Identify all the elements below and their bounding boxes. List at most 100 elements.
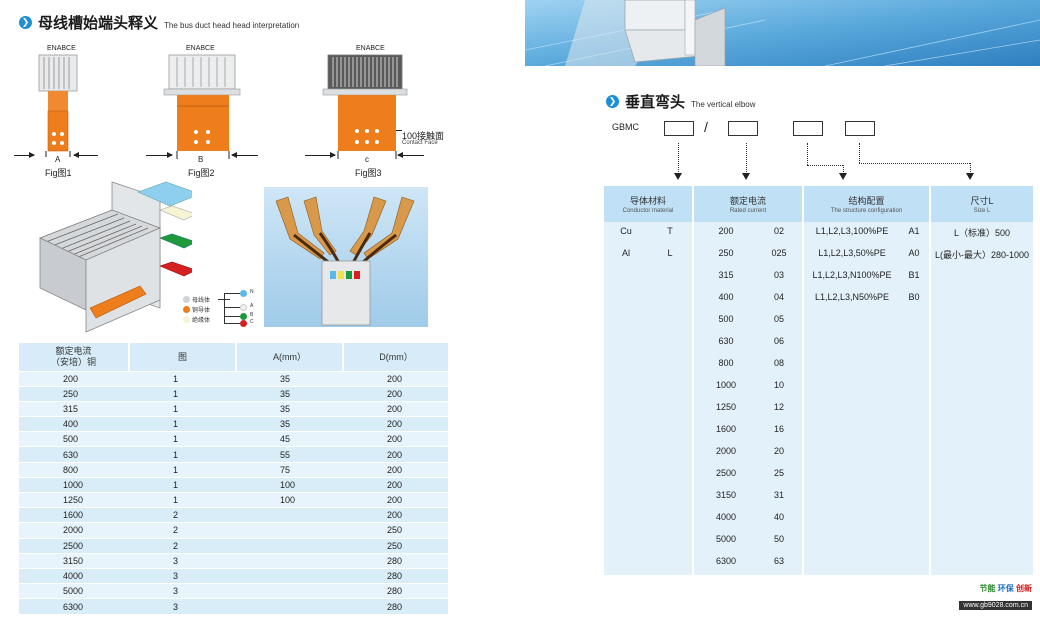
table-cell: 75 (236, 461, 343, 478)
current-code: 08 (773, 358, 784, 368)
current-code: 025 (771, 248, 787, 258)
current-value: 4000 (715, 512, 737, 522)
footer-tag-eco: 环保 (997, 584, 1014, 593)
table-cell: 100 (236, 491, 343, 508)
phase-a-dot (240, 304, 247, 311)
table-cell: 200 (343, 370, 448, 387)
table-cell: 35 (236, 416, 343, 432)
figure-3-busbar-image (322, 54, 408, 159)
right-col-size-header: 尺寸L Size L (931, 186, 1033, 222)
figure-1-top-label: ENABCE (47, 45, 76, 52)
phase-a-label: A (250, 303, 254, 309)
current-code: 03 (773, 270, 784, 280)
material-code: L (667, 248, 673, 258)
table-cell: 200 (343, 491, 448, 508)
figure-3-letter: c (365, 155, 369, 164)
table-cell: 2000 (19, 522, 129, 539)
current-code: 16 (773, 424, 784, 434)
current-value: 1250 (715, 402, 737, 412)
table-cell (236, 537, 343, 554)
table-cell: 35 (236, 370, 343, 387)
size-value: L(最小-最大）280-1000 (934, 250, 1030, 260)
table-cell: 630 (19, 446, 129, 463)
right-section-title: ❯ 垂直弯头 The vertical elbow (606, 91, 756, 112)
figure-2-caption: Fig图2 (188, 168, 215, 178)
arrow-to-size (966, 173, 974, 180)
table-cell: 1600 (19, 507, 129, 523)
material-name: Cu (620, 226, 632, 236)
table-cell: 250 (19, 385, 129, 402)
current-value: 2000 (715, 446, 737, 456)
legend-insulator-swatch (183, 316, 190, 323)
figure-1-arrow-in (14, 152, 35, 158)
arrow-to-current (742, 173, 750, 180)
right-col-material-header: 导体材料 Conductor material (604, 186, 692, 222)
table-cell: 280 (343, 598, 448, 614)
structure-code: B1 (908, 270, 920, 280)
current-value: 500 (718, 314, 734, 324)
table-cell: 55 (236, 446, 343, 463)
figure-3-caption: Fig图3 (355, 168, 382, 178)
current-code: 04 (773, 292, 784, 302)
current-value: 315 (718, 270, 734, 280)
current-code: 50 (773, 534, 784, 544)
table-cell: 4000 (19, 567, 129, 584)
code-label-gbmc: GBMC (612, 122, 639, 132)
table-cell: 1 (129, 446, 236, 463)
right-col-structure-header: 结构配置 The structure configuration (804, 186, 929, 222)
current-value: 630 (718, 336, 734, 346)
table-cell: 1 (129, 431, 236, 447)
table-cell: 200 (343, 416, 448, 432)
figure-2-arrow-in (146, 152, 173, 158)
current-value: 5000 (715, 534, 737, 544)
figure-1-letter: A (55, 155, 61, 164)
table-cell: 1 (129, 370, 236, 387)
table-cell: 250 (343, 522, 448, 539)
table-cell: 2 (129, 537, 236, 554)
busway-photo-banner (525, 0, 1040, 66)
current-code: 02 (773, 226, 784, 236)
code-slash: / (704, 119, 708, 135)
table-cell: 280 (343, 552, 448, 569)
chevron-right-icon: ❯ (19, 16, 32, 29)
table-cell: 3 (129, 583, 236, 599)
current-value: 6300 (715, 556, 737, 566)
figure-1-caption: Fig图1 (45, 168, 72, 178)
table-cell: 200 (343, 476, 448, 493)
structure-config: L1,L2,L3,N50%PE (814, 292, 890, 302)
table-cell: 100 (236, 476, 343, 493)
left-title-en: The bus duct head head interpretation (164, 21, 300, 30)
table-cell: 315 (19, 400, 129, 417)
table-cell: 35 (236, 385, 343, 402)
table-cell: 5000 (19, 583, 129, 599)
table-cell: 200 (343, 507, 448, 523)
table-cell: 800 (19, 461, 129, 478)
current-value: 800 (718, 358, 734, 368)
code-box-structure (793, 121, 823, 136)
footer-url[interactable]: www.gb9028.com.cn (959, 601, 1032, 610)
table-cell: 3150 (19, 552, 129, 569)
code-box-size (845, 121, 875, 136)
contact-face-label-cn: 100接触面 (402, 131, 445, 141)
table-cell: 2 (129, 522, 236, 539)
busbar-head-photo (264, 187, 428, 327)
footer-tag-energy: 节能 (979, 584, 996, 593)
table-cell: 3 (129, 567, 236, 584)
phase-b-dot (240, 313, 247, 320)
table-cell: 200 (343, 446, 448, 463)
current-code: 06 (773, 336, 784, 346)
footer-tag-innovation: 创新 (1016, 584, 1032, 593)
table-cell: 200 (343, 400, 448, 417)
table-cell: 1 (129, 416, 236, 432)
code-box-current (728, 121, 758, 136)
